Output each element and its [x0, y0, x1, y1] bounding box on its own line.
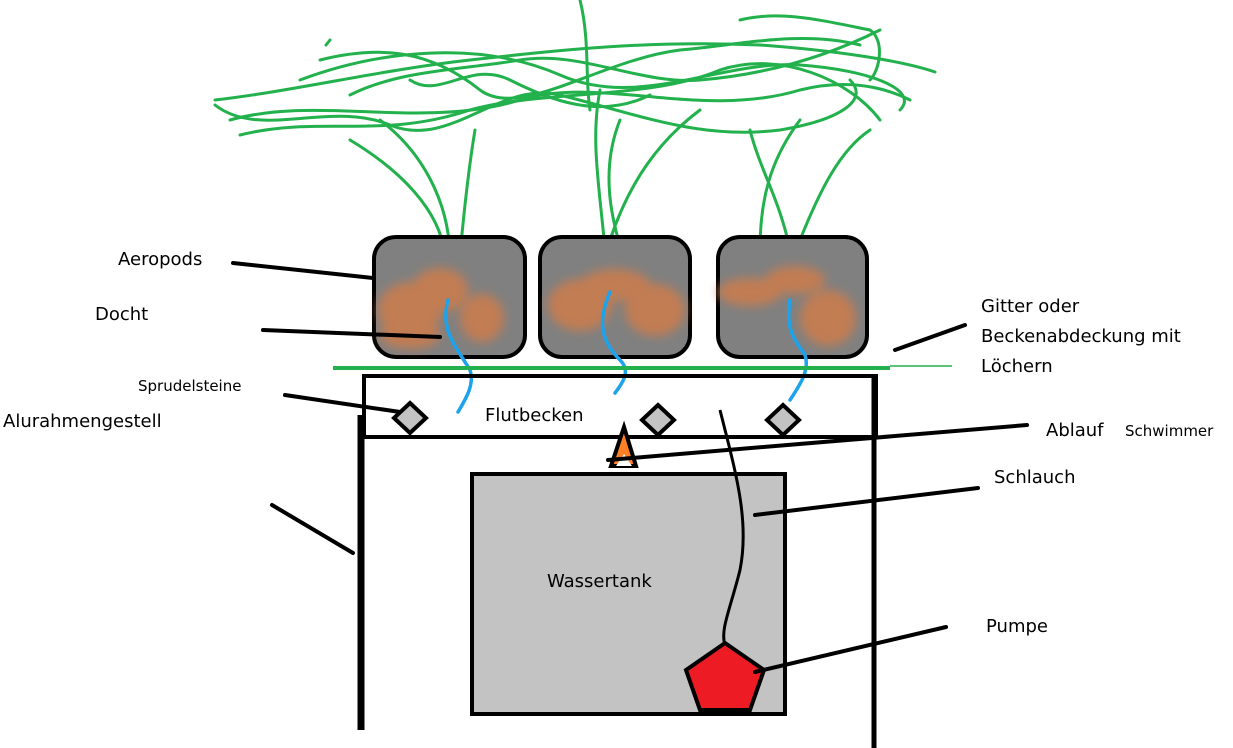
label-ablauf: Ablauf — [1046, 420, 1104, 441]
label-schwimmer: Schwimmer — [1125, 422, 1214, 440]
label-docht: Docht — [95, 304, 148, 325]
plant-foliage — [213, 0, 937, 137]
label-aeropods: Aeropods — [118, 249, 202, 270]
label-pumpe: Pumpe — [986, 616, 1048, 637]
pump — [683, 640, 767, 712]
aeropod-1 — [372, 235, 527, 359]
air-stones — [391, 400, 802, 438]
label-gitter-3: Löchern — [981, 356, 1053, 377]
leader-lines — [231, 261, 1029, 674]
label-alurahmengestell: Alurahmengestell — [3, 411, 162, 432]
label-schlauch: Schlauch — [994, 467, 1075, 488]
label-wassertank: Wassertank — [547, 571, 652, 592]
label-gitter-1: Gitter oder — [981, 296, 1080, 317]
label-flutbecken: Flutbecken — [485, 405, 583, 426]
aeropod-3 — [716, 235, 869, 359]
label-gitter-2: Beckenabdeckung mit — [981, 326, 1181, 347]
hose — [718, 409, 745, 646]
aeropod-2 — [538, 235, 692, 359]
label-sprudelsteine: Sprudelsteine — [138, 377, 241, 395]
